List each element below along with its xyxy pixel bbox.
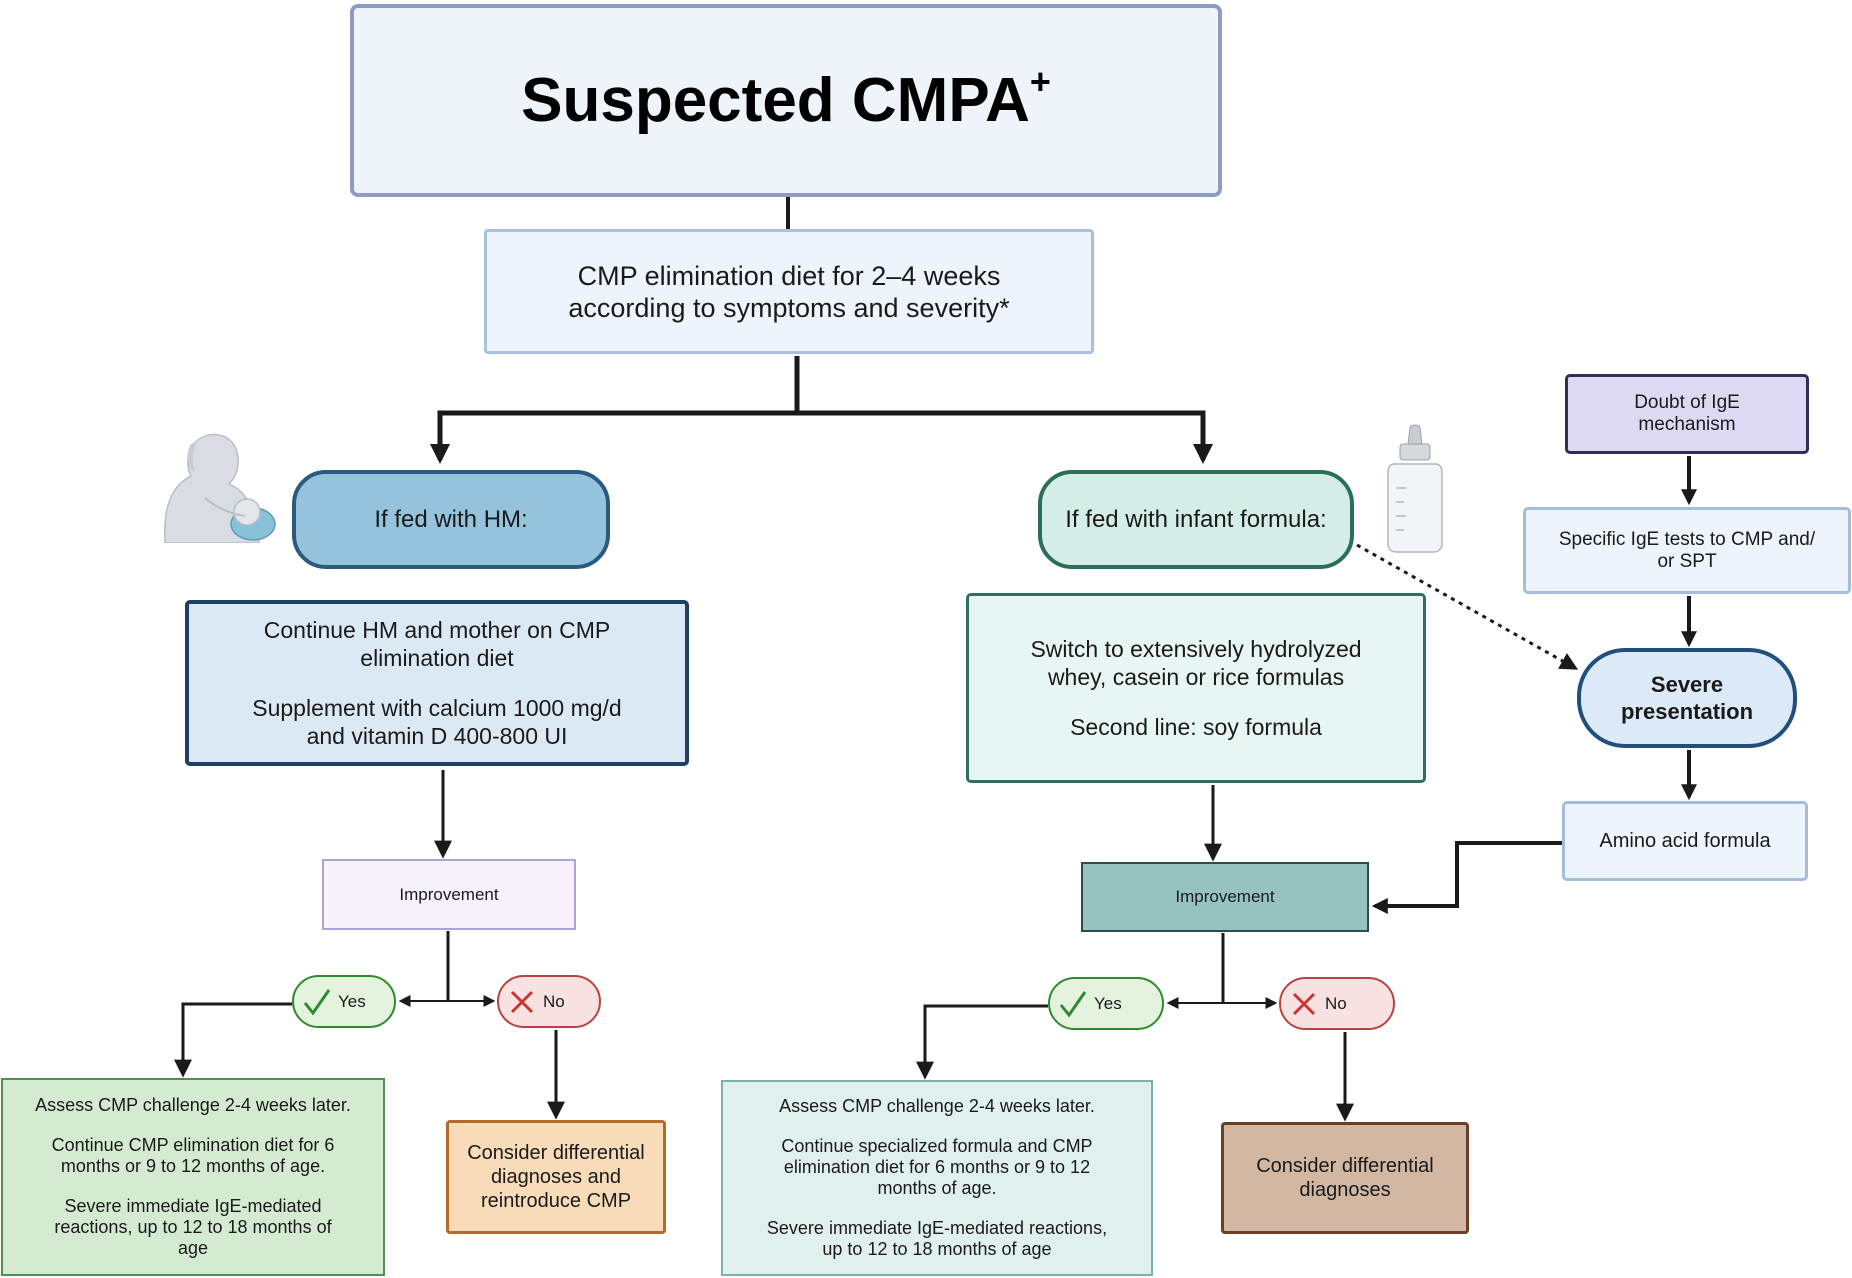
hm-supplement-line-2: and vitamin D 400-800 UI [306,723,568,749]
fed-with-hm-pill: If fed with HM: [292,470,610,569]
formula-yes-outcome-box: Assess CMP challenge 2-4 weeks later. Co… [721,1080,1153,1276]
arrow-amino-improvement [1371,841,1562,914]
doubt-line-2: mechanism [1638,414,1736,435]
formula-yes-pill: Yes [1048,977,1164,1030]
hm-yes-label: Yes [338,991,366,1011]
elimination-line-2: according to symptoms and severity* [568,292,1010,323]
hm-yes-outcome-line-5: reactions, up to 12 to 18 months of [54,1217,332,1237]
doubt-line-1: Doubt of IgE [1634,392,1740,413]
arrow-to-formula [797,410,1213,464]
tests-line-2: or SPT [1657,550,1717,572]
check-icon [1059,990,1087,1018]
formula-no-outcome-line-2: diagnoses [1299,1179,1391,1201]
formula-second-line: Second line: soy formula [1070,714,1322,740]
hm-yes-outcome-line-1: Assess CMP challenge 2-4 weeks later. [35,1095,351,1115]
hm-improvement-label: Improvement [399,884,499,904]
elimination-line-1: CMP elimination diet for 2–4 weeks [577,260,1001,291]
severe-line-2: presentation [1620,699,1754,724]
page-title: Suspected CMPA+ [521,61,1051,136]
cross-icon [510,990,534,1013]
amino-label: Amino acid formula [1599,829,1771,852]
formula-yes-label: Yes [1094,993,1122,1013]
hm-continue-box: Continue HM and mother on CMP eliminatio… [185,600,689,766]
breastfeeding-mother-illustration [163,433,276,543]
formula-switch-line-1: Switch to extensively hydrolyzed [1030,636,1362,662]
formula-improvement-box: Improvement [1081,862,1369,932]
formula-yes-outcome-line-3: elimination diet for 6 months or 9 to 12 [783,1157,1091,1177]
title-text: Suspected CMPA [521,66,1030,135]
formula-yes-outcome-line-5: Severe immediate IgE-mediated reactions, [766,1218,1108,1238]
title-superscript: + [1029,61,1051,102]
formula-no-outcome-box: Consider differential diagnoses [1221,1122,1469,1234]
formula-no-outcome-line-1: Consider differential [1256,1155,1434,1177]
elimination-diet-box: CMP elimination diet for 2–4 weeks accor… [484,229,1094,354]
specific-ige-tests-box: Specific IgE tests to CMP and/ or SPT [1523,507,1851,594]
hm-label: If fed with HM: [374,505,528,533]
hm-yes-outcome-line-6: age [177,1238,209,1258]
hm-yes-outcome-box: Assess CMP challenge 2-4 weeks later. Co… [1,1078,385,1276]
hm-continue-line-2: elimination diet [360,645,514,671]
amino-acid-formula-box: Amino acid formula [1562,801,1808,881]
arrow-yes-r-outcome [916,1004,1048,1080]
baby-bottle-illustration [1387,424,1443,553]
hm-continue-line-1: Continue HM and mother on CMP [263,617,611,643]
formula-switch-line-2: whey, casein or rice formulas [1047,664,1345,690]
hm-no-outcome-box: Consider differential diagnoses and rein… [446,1120,666,1234]
arrow-to-hm [430,410,797,464]
title-box: Suspected CMPA+ [350,4,1222,197]
formula-label: If fed with infant formula: [1065,505,1327,533]
hm-yes-outcome-line-4: Severe immediate IgE-mediated [64,1196,322,1216]
check-icon [303,988,331,1016]
formula-yes-outcome-line-1: Assess CMP challenge 2-4 weeks later. [779,1096,1095,1116]
arrow-yes-l-outcome [174,1002,292,1078]
severe-presentation-pill: Severe presentation [1577,648,1797,748]
formula-improvement-label: Improvement [1175,887,1275,906]
hm-no-pill: No [497,975,601,1028]
hm-yes-pill: Yes [292,975,396,1028]
hm-supplement-line-1: Supplement with calcium 1000 mg/d [252,695,622,721]
hm-improvement-box: Improvement [322,859,576,930]
formula-yes-outcome-line-2: Continue specialized formula and CMP [781,1136,1093,1156]
cross-icon [1292,992,1316,1015]
hm-no-label: No [543,991,565,1011]
hm-no-outcome-line-1: Consider differential [467,1142,645,1164]
hm-no-outcome-line-2: diagnoses and [490,1166,622,1188]
formula-no-label: No [1325,993,1347,1013]
hm-yes-outcome-line-2: Continue CMP elimination diet for 6 [51,1135,335,1155]
tests-line-1: Specific IgE tests to CMP and/ [1558,528,1816,550]
formula-yes-outcome-line-4: months of age. [877,1178,997,1198]
severe-line-1: Severe [1650,672,1724,697]
formula-switch-box: Switch to extensively hydrolyzed whey, c… [966,593,1426,783]
formula-no-pill: No [1279,977,1395,1030]
dotted-arrow-formula-severe [1356,543,1579,670]
doubt-ige-box: Doubt of IgE mechanism [1565,374,1809,454]
formula-yes-outcome-line-6: up to 12 to 18 months of age [822,1239,1052,1259]
fed-with-formula-pill: If fed with infant formula: [1038,470,1354,569]
hm-no-outcome-line-3: reintroduce CMP [480,1190,632,1212]
hm-yes-outcome-line-3: months or 9 to 12 months of age. [60,1156,326,1176]
